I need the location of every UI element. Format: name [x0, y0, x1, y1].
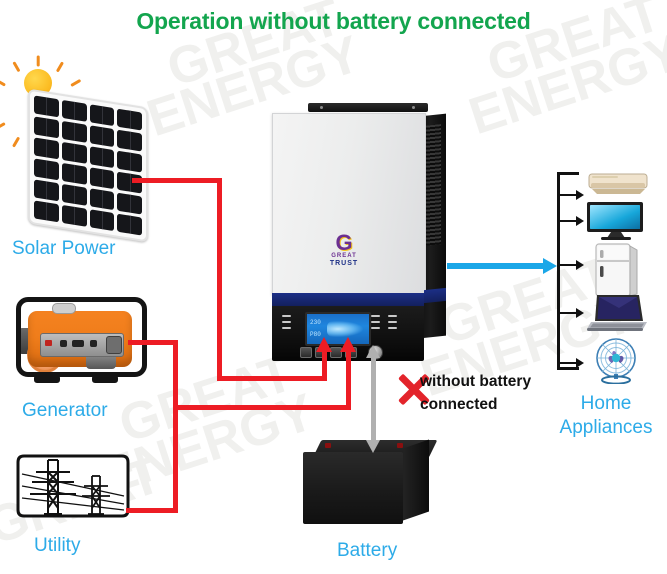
annotation-line-1: without battery	[420, 373, 532, 390]
logo-letter-g: G	[335, 230, 353, 255]
appliance-branch-2	[557, 220, 578, 222]
label-home-appliances: Home Appliances	[556, 393, 656, 439]
arrow-to-fan	[576, 358, 584, 368]
appliance-branch-5	[557, 362, 578, 364]
solar-panel-icon	[28, 88, 148, 243]
appliance-bus-top-cap	[557, 172, 579, 175]
arrow-inverter-input-2	[340, 337, 356, 352]
wire-generator-vertical	[173, 340, 178, 408]
logo-name-top: GREAT	[331, 253, 357, 259]
label-utility: Utility	[34, 535, 81, 556]
wire-output-blue	[447, 263, 545, 269]
arrow-battery-down	[366, 440, 380, 453]
generator-icon	[14, 295, 149, 383]
key-escape[interactable]	[300, 347, 312, 358]
brand-logo: G GREAT TRUST	[321, 230, 367, 268]
appliance-branch-4	[557, 312, 578, 314]
wire-solar-vertical	[217, 178, 222, 381]
inverter-blue-stripe	[272, 293, 424, 306]
transmission-tower-icon	[14, 452, 132, 520]
label-generator: Generator	[22, 400, 108, 421]
label-home-line1: Home	[580, 393, 632, 414]
inverter-front-cover	[272, 113, 426, 295]
arrow-to-refrigerator	[576, 260, 584, 270]
annotation-line-2: connected	[420, 396, 498, 413]
appliance-branch-3	[557, 264, 578, 266]
led-indicators-right-1	[371, 315, 380, 333]
battery-icon	[303, 439, 438, 528]
wire-ac-bus-horizontal	[173, 405, 351, 410]
inverter-vent-grille	[424, 124, 441, 246]
wire-battery-link	[371, 356, 376, 442]
arrow-inverter-input-1	[316, 337, 332, 352]
page-title: Operation without battery connected	[136, 8, 531, 34]
inverter-unit[interactable]: G GREAT TRUST 230 P80	[266, 103, 446, 361]
arrow-to-television	[576, 216, 584, 226]
logo-name-bottom: TRUST	[329, 260, 359, 267]
inverter-blue-stripe-side	[424, 287, 446, 304]
label-home-line2: Appliances	[559, 417, 653, 438]
label-solar-power: Solar Power	[12, 238, 116, 259]
arrow-to-laptop	[576, 308, 584, 318]
lcd-display: 230 P80	[305, 312, 371, 346]
wire-solar-to-inverter	[217, 376, 327, 381]
electric-fan-icon	[588, 336, 644, 389]
wall-bracket	[308, 103, 428, 112]
air-conditioner-icon	[588, 172, 650, 203]
wire-generator-horizontal	[128, 340, 178, 345]
appliance-bus-bottom-cap	[557, 367, 579, 370]
key-down[interactable]	[330, 347, 342, 358]
wire-solar-horizontal	[132, 178, 222, 183]
wire-utility-vertical	[173, 405, 178, 513]
label-battery: Battery	[337, 540, 398, 561]
television-icon	[585, 200, 647, 245]
appliance-branch-1	[557, 194, 578, 196]
wire-inverter-input-1-riser	[322, 350, 327, 381]
arrow-battery-up	[366, 345, 380, 358]
appliance-bus-vertical	[557, 172, 560, 370]
arrow-to-air-conditioner	[576, 190, 584, 200]
led-indicators-right-2	[388, 315, 397, 333]
arrow-output-right	[543, 258, 557, 274]
led-indicators-left	[282, 315, 291, 333]
wire-utility-horizontal	[126, 508, 178, 513]
lcd-value-2: P80	[310, 331, 321, 338]
refrigerator-icon	[592, 242, 640, 303]
laptop-icon	[585, 292, 649, 339]
wire-inverter-input-2-riser	[346, 350, 351, 408]
lcd-value-1: 230	[310, 319, 321, 326]
lcd-flow-graphic	[327, 321, 363, 337]
watermark-energy-2: ENERGY	[462, 23, 667, 147]
